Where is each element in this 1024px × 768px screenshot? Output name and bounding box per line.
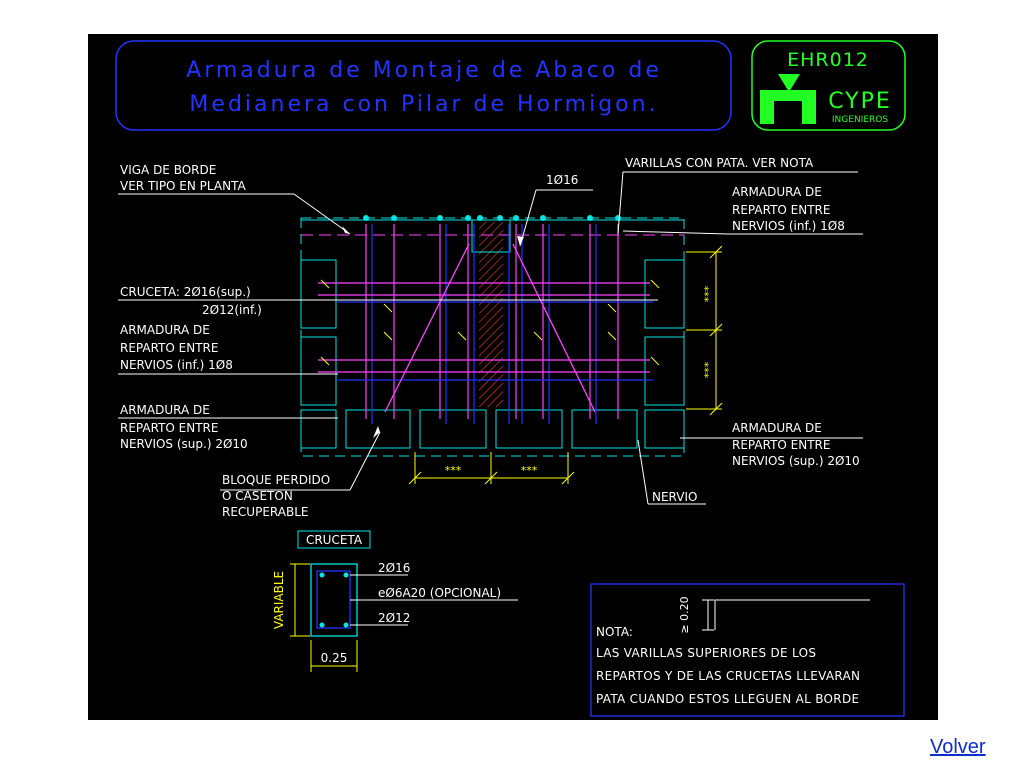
label-viga-borde-1: VIGA DE BORDE: [120, 163, 216, 177]
leader-lines: [118, 171, 863, 505]
dim-horizontal-right: ***: [521, 464, 538, 477]
label-bloque-3: RECUPERABLE: [222, 505, 308, 519]
dimension-horizontal: [408, 452, 575, 485]
label-phi16: 1Ø16: [546, 173, 578, 187]
label-arm-left-inf-1: ARMADURA DE: [120, 323, 210, 337]
label-cruceta-2: 2Ø12(inf.): [202, 303, 262, 317]
label-arm-right-sup-2: REPARTO ENTRE: [732, 438, 830, 452]
label-arm-right-inf-3: NERVIOS (inf.) 1Ø8: [732, 219, 845, 233]
label-arm-left-sup-3: NERVIOS (sup.) 2Ø10: [120, 437, 248, 451]
title-block: Armadura de Montaje de Abaco de Medianer…: [115, 40, 732, 131]
dim-horizontal-left: ***: [445, 464, 462, 477]
label-bloque-2: O CASETON: [222, 489, 293, 503]
label-arm-right-inf-1: ARMADURA DE: [732, 185, 822, 199]
label-arm-right-inf-2: REPARTO ENTRE: [732, 203, 830, 217]
annotations: VIGA DE BORDE VER TIPO EN PLANTA 1Ø16 VA…: [120, 156, 860, 519]
dim-vertical-bottom: ***: [702, 361, 715, 378]
title-line-1: Armadura de Montaje de Abaco de: [186, 58, 662, 83]
cad-drawing: Armadura de Montaje de Abaco de Medianer…: [88, 34, 938, 720]
note-line-2: REPARTOS Y DE LAS CRUCETAS LLEVARAN: [596, 669, 860, 683]
logo-sub: INGENIEROS: [832, 115, 888, 125]
title-line-2: Medianera con Pilar de Hormigon.: [189, 92, 658, 117]
label-arm-left-inf-3: NERVIOS (inf.) 1Ø8: [120, 358, 233, 372]
section-top-bars: 2Ø16: [378, 561, 410, 575]
label-arm-left-sup-2: REPARTO ENTRE: [120, 421, 218, 435]
logo-brand: CYPE: [828, 89, 892, 114]
label-arm-left-sup-1: ARMADURA DE: [120, 403, 210, 417]
section-bottom-bars: 2Ø12: [378, 611, 410, 625]
section-title: CRUCETA: [306, 533, 363, 547]
label-varillas-pata: VARILLAS CON PATA. VER NOTA: [625, 156, 814, 170]
label-arm-left-inf-2: REPARTO ENTRE: [120, 341, 218, 355]
note-dim: ≥ 0.20: [678, 596, 691, 633]
section-variable: VARIABLE: [272, 571, 286, 629]
label-viga-borde-2: VER TIPO EN PLANTA: [120, 179, 246, 193]
label-bloque-1: BLOQUE PERDIDO: [222, 473, 330, 487]
label-arm-right-sup-3: NERVIOS (sup.) 2Ø10: [732, 454, 860, 468]
dim-vertical-top: ***: [702, 285, 715, 302]
note-line-1: LAS VARILLAS SUPERIORES DE LOS: [596, 646, 816, 660]
back-link[interactable]: Volver: [930, 736, 986, 758]
section-width: 0.25: [321, 651, 348, 665]
cype-logo: EHR012 CYPE INGENIEROS: [751, 40, 906, 131]
note-line-3: PATA CUANDO ESTOS LLEGUEN AL BORDE: [596, 692, 859, 706]
label-cruceta-1: CRUCETA: 2Ø16(sup.): [120, 285, 251, 299]
logo-code: EHR012: [787, 49, 869, 71]
label-nervio: NERVIO: [652, 490, 697, 504]
slab-plan: [300, 215, 685, 457]
note-label: NOTA:: [596, 625, 633, 639]
note-box: ≥ 0.20 NOTA: LAS VARILLAS SUPERIORES DE …: [590, 583, 905, 717]
section-stirrups: eØ6A20 (OPCIONAL): [378, 586, 501, 600]
dimension-vertical: [686, 245, 723, 416]
label-arm-right-sup-1: ARMADURA DE: [732, 421, 822, 435]
cruceta-section: CRUCETA VARIABLE 0.25 2Ø16 eØ6A20 (OPCIO…: [272, 530, 518, 672]
